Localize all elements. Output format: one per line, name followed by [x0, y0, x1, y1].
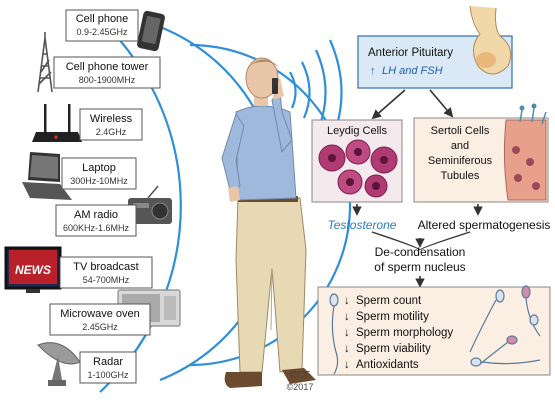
- effects-box: ↓ Sperm count ↓ Sperm motility ↓ Sperm m…: [318, 286, 550, 375]
- sertoli-title-line: Tubules: [441, 170, 480, 182]
- sertoli-title-line: and: [451, 140, 469, 152]
- effect-item: Sperm viability: [356, 343, 431, 355]
- effect-item: Sperm motility: [356, 311, 429, 323]
- sertoli-title-line: Sertoli Cells: [431, 125, 490, 137]
- wireless-router-icon: [32, 104, 82, 142]
- source-box-tv-broadcast: TV broadcast 54-700MHz: [60, 257, 152, 288]
- testosterone-label: Testosterone: [328, 218, 397, 232]
- spermatogenesis-label: Altered spermatogenesis: [418, 218, 551, 232]
- source-box-am-radio: AM radio 600KHz-1.6MHz: [56, 205, 136, 236]
- man-on-phone-illustration: [222, 58, 316, 388]
- source-name: Cell phone tower: [66, 61, 149, 73]
- effect-arrow: ↓: [344, 359, 350, 371]
- phone-wave-1: [290, 72, 296, 108]
- cell-phone-icon: [136, 10, 165, 52]
- source-name: TV broadcast: [73, 261, 138, 273]
- pituitary-hormones: LH and FSH: [382, 65, 443, 77]
- source-box-cell-phone: Cell phone 0.9-2.45GHz: [66, 10, 138, 41]
- arrow-pituitary-to-sertoli: [430, 90, 452, 116]
- sertoli-title-line: Seminiferous: [428, 155, 493, 167]
- source-box-cell-tower: Cell phone tower 800-1900MHz: [54, 57, 160, 88]
- source-box-radar: Radar 1-100GHz: [80, 352, 136, 383]
- source-name: AM radio: [74, 209, 118, 221]
- source-frequency: 800-1900MHz: [79, 75, 136, 85]
- source-name: Radar: [93, 356, 123, 368]
- source-frequency: 300Hz-10MHz: [70, 176, 128, 186]
- radar-dish-icon: [38, 343, 80, 386]
- tv-screen-label: NEWS: [15, 263, 51, 277]
- effect-item: Sperm morphology: [356, 327, 453, 339]
- source-frequency: 1-100GHz: [87, 370, 129, 380]
- source-name: Microwave oven: [60, 308, 139, 320]
- source-name: Laptop: [82, 162, 116, 174]
- sertoli-box: Sertoli Cells and Seminiferous Tubules: [414, 104, 548, 203]
- decondensation-line: De-condensation: [375, 245, 466, 259]
- leydig-title: Leydig Cells: [327, 125, 387, 137]
- source-frequency: 54-700MHz: [83, 275, 130, 285]
- source-box-microwave-oven: Microwave oven 2.45GHz: [50, 304, 150, 335]
- effect-arrow: ↓: [344, 311, 350, 323]
- tv-icon: NEWS: [6, 248, 60, 293]
- effect-arrow: ↓: [344, 343, 350, 355]
- leydig-box: Leydig Cells: [312, 120, 402, 202]
- source-name: Wireless: [90, 113, 133, 125]
- effect-arrow: ↓: [344, 327, 350, 339]
- source-frequency: 2.45GHz: [82, 322, 118, 332]
- source-frequency: 0.9-2.45GHz: [76, 27, 128, 37]
- pituitary-title: Anterior Pituitary: [368, 47, 453, 59]
- credit-org: CCF: [290, 370, 311, 381]
- source-box-wireless: Wireless 2.4GHz: [80, 109, 142, 140]
- source-frequency: 2.4GHz: [96, 127, 127, 137]
- cell-tower-icon: [38, 32, 52, 92]
- source-frequency: 600KHz-1.6MHz: [63, 223, 130, 233]
- source-name: Cell phone: [76, 13, 129, 25]
- decondensation-line: of sperm nucleus: [374, 260, 465, 274]
- effect-item: Antioxidants: [356, 359, 419, 371]
- arrow-pituitary-to-leydig: [373, 90, 405, 118]
- effect-arrow: ↓: [344, 295, 350, 307]
- effect-item: Sperm count: [356, 295, 422, 307]
- phone-wave-2: [302, 62, 310, 118]
- source-box-laptop: Laptop 300Hz-10MHz: [62, 158, 136, 189]
- credit-year: ©2017: [287, 382, 314, 392]
- pituitary-arrow: ↑: [370, 65, 376, 77]
